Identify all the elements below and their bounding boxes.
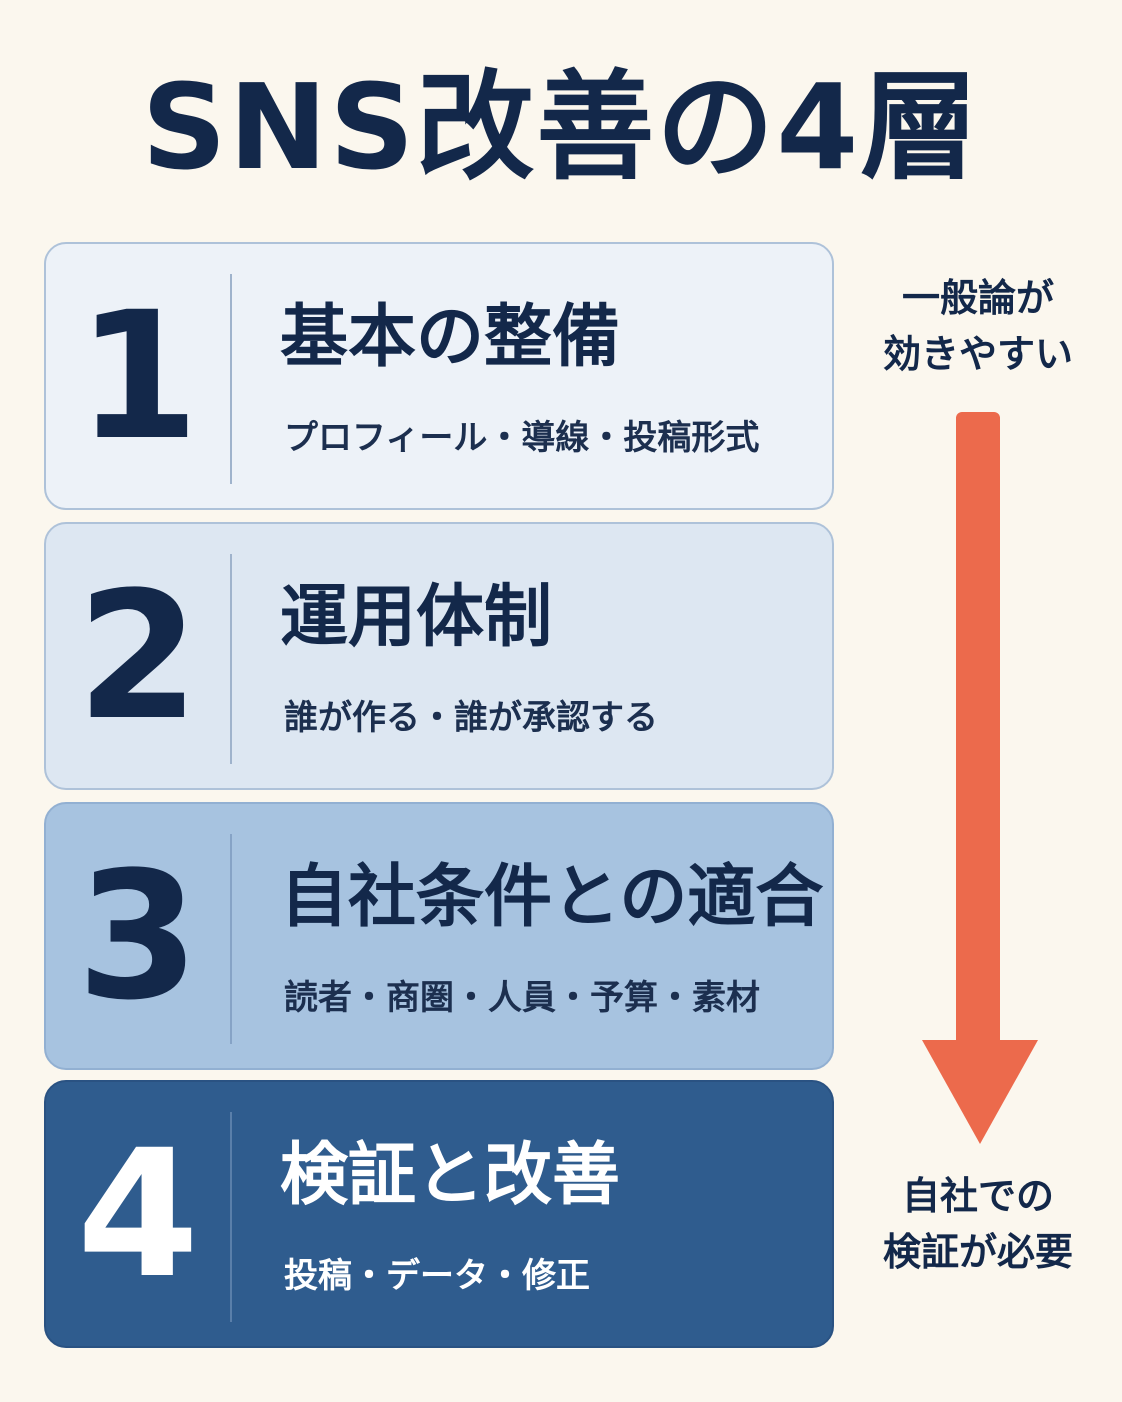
layer-2-subtitle: 誰が作る・誰が承認する: [284, 698, 658, 738]
side-note-verification-line1: 自社での: [901, 1174, 1054, 1218]
arrow-head: [922, 1040, 1038, 1144]
layer-2-number: 2: [76, 553, 200, 759]
layer-3-subtitle: 読者・商圏・人員・予算・素材: [284, 978, 760, 1018]
layer-4-card: 4 検証と改善 投稿・データ・修正: [44, 1080, 834, 1348]
layer-4-divider: [230, 1112, 232, 1322]
layer-2-divider: [230, 554, 232, 764]
side-note-verification-line2: 検証が必要: [882, 1230, 1073, 1274]
layer-1-divider: [230, 274, 232, 484]
layer-2-card: 2 運用体制 誰が作る・誰が承認する: [44, 522, 834, 790]
layer-3-number: 3: [76, 833, 200, 1039]
layer-1-card: 1 基本の整備 プロフィール・導線・投稿形式: [44, 242, 834, 510]
layer-1-number: 1: [76, 273, 200, 479]
side-note-general-line1: 一般論が: [901, 276, 1054, 320]
layer-1-subtitle: プロフィール・導線・投稿形式: [284, 418, 760, 458]
page-title: SNS改善の4層: [141, 58, 981, 196]
arrow-shaft: [956, 412, 1000, 1052]
layer-3-card: 3 自社条件との適合 読者・商圏・人員・予算・素材: [44, 802, 834, 1070]
layer-4-number: 4: [76, 1111, 200, 1317]
side-note-general: 一般論が 効きやすい: [848, 270, 1108, 382]
layer-3-title: 自社条件との適合: [280, 858, 824, 937]
layer-3-divider: [230, 834, 232, 1044]
side-note-general-line2: 効きやすい: [882, 332, 1073, 376]
layer-2-title: 運用体制: [280, 578, 553, 657]
side-note-verification: 自社での 検証が必要: [848, 1168, 1108, 1280]
down-arrow-icon: [922, 412, 1038, 1144]
layer-4-title: 検証と改善: [280, 1136, 621, 1215]
layer-4-subtitle: 投稿・データ・修正: [284, 1256, 590, 1296]
layer-1-title: 基本の整備: [280, 298, 621, 377]
